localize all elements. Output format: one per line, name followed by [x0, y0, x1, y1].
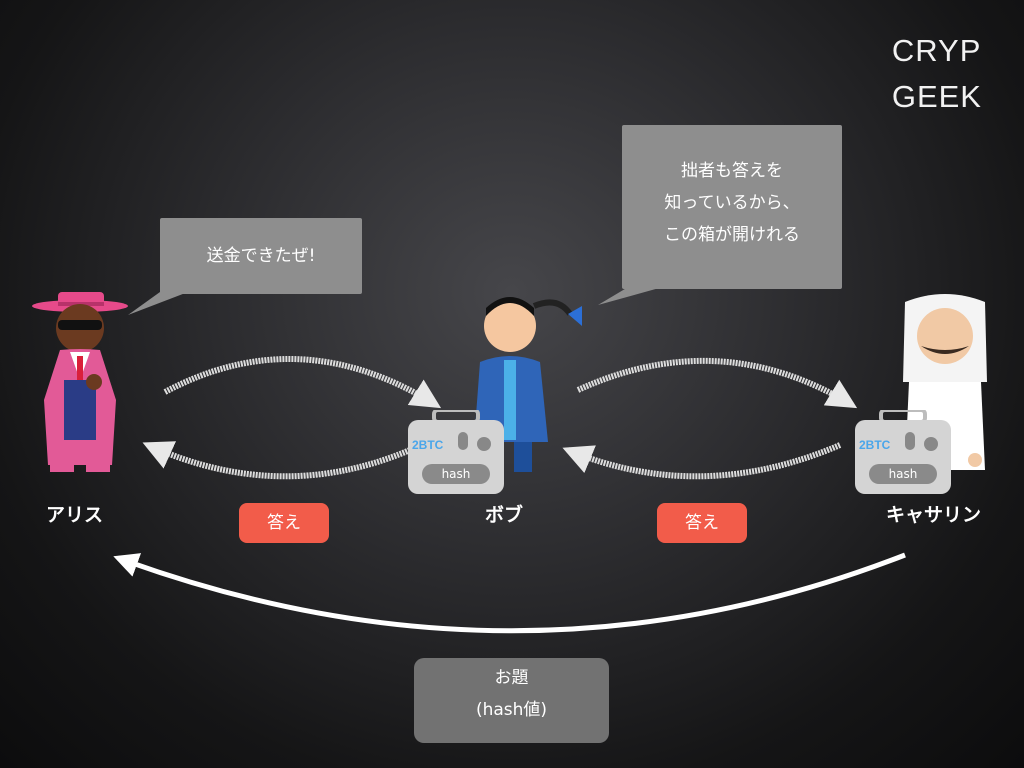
logo-line1: CRYP: [891, 33, 982, 68]
topic-box: お題 (hash値): [414, 658, 609, 743]
alice-bubble-tail: [128, 292, 188, 315]
alice-illustration: [32, 292, 128, 472]
arrow-catherine-to-alice: [113, 552, 906, 634]
hash-box-right: 2BTC hash: [855, 410, 951, 494]
logo-line2: GEEK: [891, 79, 982, 114]
arrow-bob-to-alice: [142, 441, 412, 480]
hash-label-right: hash: [869, 464, 937, 484]
alice-speech-text: 送金できたぜ!: [206, 246, 316, 266]
topic-line1: お題: [494, 668, 529, 688]
btc-label-left: 2BTC: [412, 438, 444, 452]
catherine-name: キャサリン: [886, 504, 982, 526]
alice-name: アリス: [46, 504, 104, 526]
hash-label-left: hash: [422, 464, 490, 484]
arrow-alice-to-bob: [163, 356, 442, 409]
answer-badge-left: 答え: [239, 503, 329, 543]
bob-name: ボブ: [485, 504, 524, 526]
arrow-catherine-to-bob: [562, 442, 842, 480]
btc-label-right: 2BTC: [859, 438, 891, 452]
answer-badge-right: 答え: [657, 503, 747, 543]
hash-box-left: 2BTC hash: [408, 410, 504, 494]
bob-speech-bubble: 拙者も答えを 知っているから、 この箱が開けれる: [622, 125, 842, 289]
alice-speech-bubble: 送金できたぜ!: [160, 218, 362, 294]
bob-speech-line1: 拙者も答えを: [681, 161, 783, 181]
bob-speech-line3: この箱が開けれる: [664, 225, 800, 245]
arrow-bob-to-catherine: [576, 357, 858, 409]
bob-speech-line2: 知っているから、: [664, 193, 800, 213]
topic-line2: (hash値): [475, 700, 548, 720]
logo: CRYP GEEK: [892, 28, 982, 120]
